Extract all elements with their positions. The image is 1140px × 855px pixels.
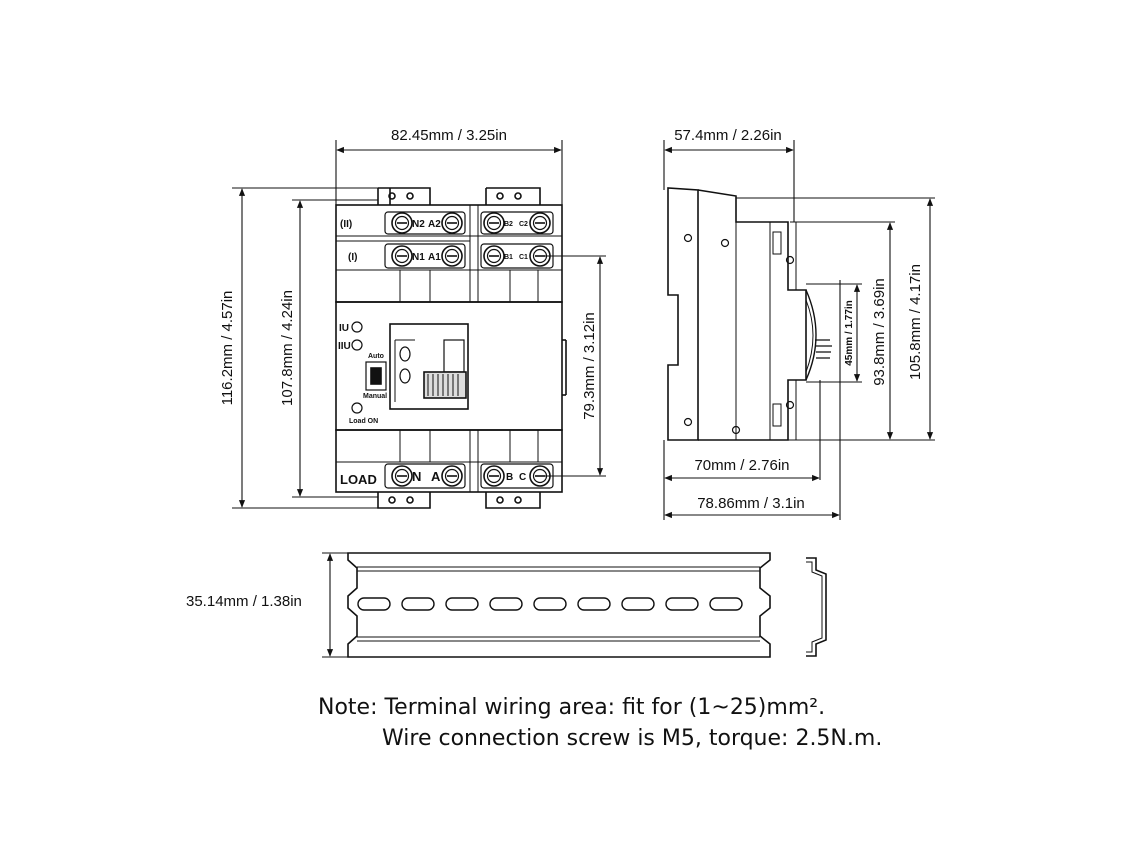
screw-icon	[391, 212, 413, 234]
side-view	[667, 187, 832, 441]
label-c2: C2	[519, 221, 528, 228]
row1-tag: (I)	[348, 252, 357, 263]
screw-icon	[483, 245, 505, 267]
note-line-2: Wire connection screw is M5, torque: 2.5…	[382, 726, 883, 751]
label-n: N	[412, 469, 421, 484]
label-iu: IU	[339, 323, 349, 334]
label-b2: B2	[504, 221, 513, 228]
screw-icon	[441, 212, 463, 234]
din-rail	[347, 552, 827, 658]
note-line-1: Note: Terminal wiring area: fit for (1~2…	[318, 695, 826, 720]
side-height-45-label: 45mm / 1.77in	[844, 300, 855, 366]
rail-height-label: 35.14mm / 1.38in	[186, 593, 302, 610]
label-n2: N2	[412, 219, 425, 230]
screw-icon	[483, 465, 505, 487]
label-c1: C1	[519, 254, 528, 261]
label-manual: Manual	[363, 393, 387, 400]
label-auto: Auto	[368, 353, 384, 360]
front-view	[335, 187, 567, 509]
front-height-inner-label: 107.8mm / 4.24in	[279, 290, 296, 406]
screw-icon	[391, 245, 413, 267]
side-height-105-label: 105.8mm / 4.17in	[907, 264, 924, 380]
depth-78-label: 78.86mm / 3.1in	[697, 495, 805, 512]
row2-tag: (II)	[340, 219, 352, 230]
screw-icon	[483, 212, 505, 234]
front-width-label: 82.45mm / 3.25in	[391, 127, 507, 144]
terminal-span-label: 79.3mm / 3.12in	[581, 312, 598, 420]
side-width-label: 57.4mm / 2.26in	[674, 127, 782, 144]
label-n1: N1	[412, 252, 425, 263]
label-load: LOAD	[340, 472, 377, 487]
side-height-93-label: 93.8mm / 3.69in	[871, 278, 888, 386]
screw-icon	[391, 465, 413, 487]
label-a: A	[431, 469, 441, 484]
front-height-outer-label: 116.2mm / 4.57in	[219, 291, 236, 406]
screw-icon	[441, 465, 463, 487]
label-a1: A1	[428, 252, 441, 263]
label-iiu: IIU	[338, 341, 351, 352]
depth-70-label: 70mm / 2.76in	[694, 457, 789, 474]
label-b: B	[506, 472, 513, 483]
label-b1: B1	[504, 254, 513, 261]
screw-icon	[529, 212, 551, 234]
label-a2: A2	[428, 219, 441, 230]
screw-icon	[441, 245, 463, 267]
label-load-on: Load ON	[349, 418, 378, 425]
label-c: C	[519, 472, 526, 483]
